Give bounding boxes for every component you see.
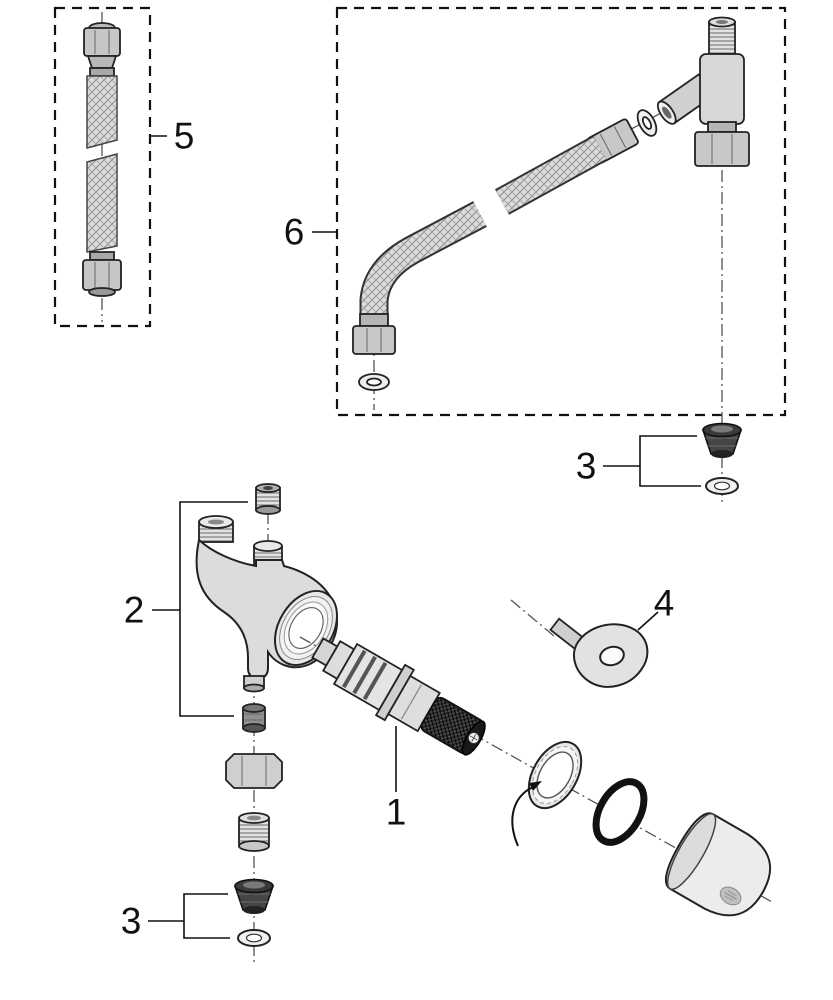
dome-cap-back-rim: [666, 813, 717, 890]
hose-5-taper: [86, 55, 118, 69]
check-valve-top: [701, 422, 743, 458]
cartridge: [311, 637, 486, 756]
seal-washer-bottom: [237, 929, 271, 947]
hose-6-upper-braid: [495, 137, 607, 213]
hose-5-collar-bottom: [89, 251, 115, 261]
dome-cap: [664, 812, 772, 917]
part-label-6: 6: [284, 212, 305, 253]
bracket-2: [152, 501, 248, 717]
hose-6-illustration: [352, 135, 607, 391]
hose-5-top-nut: [83, 27, 121, 57]
braided-hose-segment: [86, 75, 118, 149]
cartridge-group: 1: [311, 637, 486, 833]
part-label-1: 1: [386, 792, 407, 833]
hose-5-group: 5: [53, 6, 195, 328]
check-valve-insert: [242, 703, 266, 733]
key-hole: [599, 645, 625, 667]
centerline-key: [510, 599, 555, 637]
hose-6-end-washer: [358, 373, 390, 391]
part-label-5: 5: [174, 116, 195, 157]
hose-5-bottom-nut: [82, 259, 122, 291]
tee-body: [699, 53, 745, 125]
check-valve-bottom: [233, 878, 275, 914]
mounting-ring: [527, 740, 583, 810]
tap-key-group: 4: [510, 583, 675, 688]
valve-body-bottom-face: [243, 683, 265, 693]
inlet-port-right-face: [253, 540, 283, 552]
o-ring: [592, 778, 648, 846]
valve-body-group: 2: [124, 483, 339, 962]
tee-collar: [707, 121, 737, 133]
hex-nut: [225, 753, 283, 789]
hose-6-group: 6: [284, 6, 787, 502]
part-label-4: 4: [654, 583, 675, 624]
hose-6-end-collar: [359, 313, 389, 327]
tap-key: [549, 617, 649, 688]
hose-6-end-nut: [352, 325, 396, 355]
threaded-insert-top: [255, 483, 281, 515]
bracket-3-bottom: [148, 893, 230, 939]
tee-fitting: [656, 16, 750, 167]
hose-5-end-face: [88, 287, 116, 297]
bracket-3-top: [603, 435, 701, 487]
inlet-port-left-bore: [208, 519, 224, 525]
braided-hose-segment: [86, 153, 118, 253]
check-valve-top-group: 3: [576, 422, 743, 495]
hose-5-dashed-box: [53, 6, 152, 328]
hose-5-illustration: [82, 22, 122, 297]
hose-5-collar-top: [89, 67, 115, 77]
hose-6-lower-braid: [361, 202, 486, 318]
tee-top-bore: [716, 20, 728, 24]
tee-nut: [694, 131, 750, 167]
part-label-3-bottom: 3: [121, 901, 142, 942]
check-valve-bottom-group: 3: [121, 878, 275, 947]
hose-6-washer: [636, 109, 658, 137]
threaded-adapter: [238, 812, 270, 852]
part-label-2: 2: [124, 590, 145, 631]
leader-line-4: [637, 611, 659, 631]
valve-body: [195, 515, 339, 693]
seal-washer-top: [705, 477, 739, 495]
hose-6-dashed-box: [335, 6, 787, 417]
part-label-3-top: 3: [576, 446, 597, 487]
rotation-arrow: [511, 781, 542, 847]
